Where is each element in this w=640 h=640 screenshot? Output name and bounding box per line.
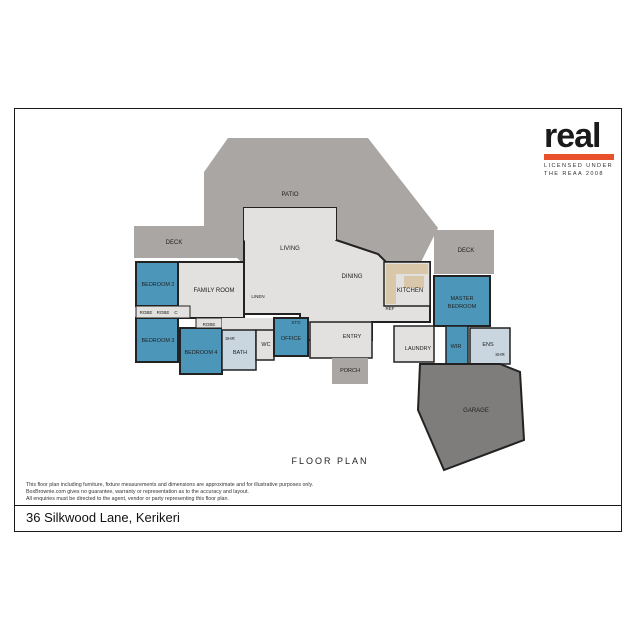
label-deck-left: DECK [166,240,183,246]
disclaimer-line-2: BoxBrownie.com gives no guarantee, warra… [26,489,249,495]
living-bay [244,208,336,256]
property-address: 36 Silkwood Lane, Kerikeri [26,510,180,525]
label-entry: ENTRY [343,334,362,340]
label-robe-1: ROBE [140,310,153,315]
master-bedroom-area [433,275,491,327]
label-deck-right: DECK [458,248,475,254]
label-wir: WIR [451,344,462,350]
label-garage: GARAGE [463,408,489,414]
disclaimer: This floor plan including furniture, fix… [26,482,313,503]
label-bedroom-3: BEDROOM 3 [141,338,174,344]
label-robe-2: ROBE [157,310,170,315]
label-fridge: REF [386,306,395,311]
laundry-area [393,325,435,363]
label-bedroom-4: BEDROOM 4 [184,350,217,356]
kitchen-island [404,276,424,288]
label-porch: PORCH [340,368,360,374]
logo-licence-line-2: THE REAA 2008 [544,171,604,177]
porch-area [332,358,368,384]
plan-title: FLOOR PLAN [291,456,369,466]
kitchen-bench-left [386,264,396,304]
logo-accent-bar [544,154,614,160]
label-c: C [174,310,178,315]
disclaimer-line-3: All enquiries must be directed to the ag… [26,496,229,502]
label-wc: WC [261,342,270,348]
label-bath: BATH [233,350,247,356]
robes-strip [135,305,191,319]
label-shower-2: SHR [495,352,505,357]
label-master-line-2: BEDROOM [448,304,477,310]
office-area [273,317,309,357]
entry-area [309,321,373,359]
label-storage: STG [291,320,301,325]
label-master-line-1: MASTER [451,296,474,302]
label-office: OFFICE [281,336,301,342]
logo-wordmark: real [544,117,602,155]
kitchen-bench-top [396,264,428,274]
label-bedroom-2: BEDROOM 2 [141,282,174,288]
label-family-room: FAMILY ROOM [193,288,234,294]
bedroom-3-area [135,317,179,363]
plan-sheet-border [14,108,622,532]
footer-divider [14,505,622,506]
disclaimer-line-1: This floor plan including furniture, fix… [26,482,314,488]
label-living: LIVING [280,246,300,252]
label-shower-1: SHR [225,336,235,341]
label-laundry: LAUNDRY [405,346,432,352]
logo-licence-line-1: LICENSED UNDER [544,163,614,169]
label-linen: LINEN [251,294,264,299]
label-dining: DINING [342,274,363,280]
deck-left-area [134,226,244,258]
deck-right-area [434,230,494,274]
ensuite-area [469,327,511,365]
bath-area [221,329,257,371]
garage-area [416,363,526,472]
label-kitchen: KITCHEN [397,288,423,294]
label-patio: PATIO [281,192,298,198]
label-ensuite: ENS [482,342,494,348]
brand-logo: real LICENSED UNDER THE REAA 2008 [544,117,620,178]
label-robe-3: ROBE [203,322,216,327]
